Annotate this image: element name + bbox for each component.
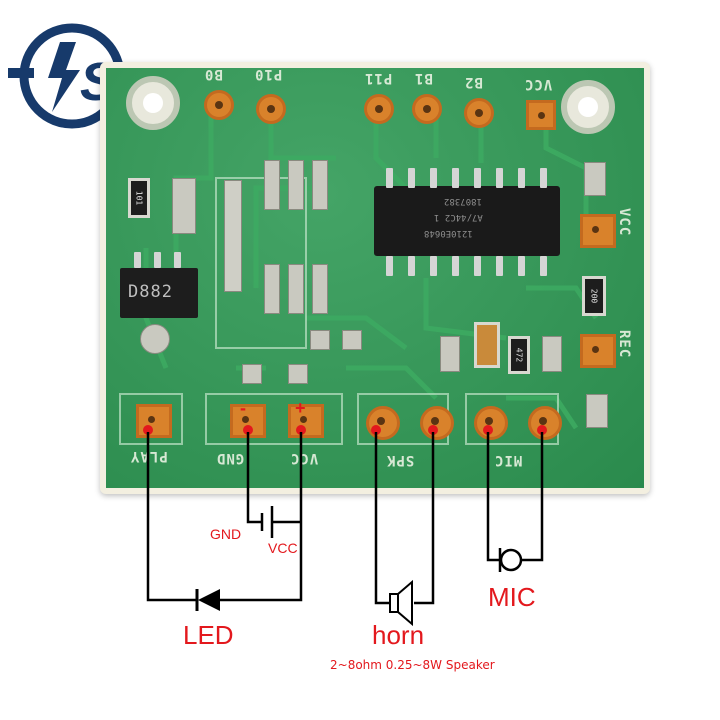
connection-dot-spk-2: [428, 425, 438, 435]
speaker-wire-2: [414, 432, 435, 605]
ic-pin: [452, 168, 459, 188]
pad-p10: [256, 94, 286, 124]
ic-pin: [430, 256, 437, 276]
header-pins: [224, 180, 242, 292]
vcc-label: VCC: [268, 540, 298, 556]
speaker-icon: [389, 579, 413, 627]
horn-label: horn: [372, 620, 425, 650]
vcc-wire: [220, 432, 303, 602]
pad-side-rec: [580, 334, 616, 368]
ic-pin: [452, 256, 459, 276]
ic-pin: [540, 168, 547, 188]
connection-dot-spk-1: [371, 425, 381, 435]
pad-play: [136, 404, 172, 438]
ic-pin: [386, 168, 393, 188]
led-wire: [146, 432, 196, 602]
ic-pin: [386, 256, 393, 276]
mic-wire-1: [486, 432, 500, 562]
audio-ic: 1807382 A7/44C2 1 1210E0648: [374, 186, 560, 256]
mic-wire-2: [520, 432, 544, 562]
pad-mic-1: [474, 406, 508, 440]
connection-dot-mic-1: [483, 425, 493, 435]
connection-dot-gnd: [243, 425, 253, 435]
speaker-spec-label: 2~8ohm 0.25~8W Speaker: [330, 658, 495, 672]
pad-b1: [412, 94, 442, 124]
ic-pin: [540, 256, 547, 276]
pad-spk-2: [420, 406, 454, 440]
speaker-wire-1: [374, 432, 390, 605]
capacitor-large: [474, 322, 500, 368]
gnd-label: GND: [210, 526, 242, 542]
lightning-bolt-icon: [48, 42, 80, 112]
pad-p11: [364, 94, 394, 124]
transistor-d882: D882: [120, 268, 198, 318]
connection-dot-vcc: [296, 425, 306, 435]
pad-b0: [204, 90, 234, 120]
minus-mark: -: [240, 398, 246, 418]
ic-pin: [496, 168, 503, 188]
mounting-hole: [126, 76, 180, 130]
ic-pin: [518, 256, 525, 276]
pad-side-vcc: [580, 214, 616, 248]
gnd-wire: [246, 432, 262, 524]
voice-module-pcb: B0 P10 P11 B1 B2 VCC VCC REC 101 1807382…: [100, 62, 650, 494]
pad-mic-2: [528, 406, 562, 440]
battery-icon: [260, 506, 274, 538]
mic-label: MIC: [488, 582, 536, 612]
ic-pin: [518, 168, 525, 188]
resistor-200: 200: [582, 276, 606, 316]
plus-mark: +: [295, 398, 306, 418]
connection-dot-led: [143, 425, 153, 435]
pad-vcc: [526, 100, 556, 130]
ic-pin: [474, 168, 481, 188]
ic-pin: [430, 168, 437, 188]
led-label: LED: [183, 620, 234, 650]
ic-pin: [496, 256, 503, 276]
ic-pin: [408, 256, 415, 276]
ic-pin: [408, 168, 415, 188]
pad-spk-1: [366, 406, 400, 440]
capacitor: [172, 178, 196, 234]
diode-icon: [195, 589, 220, 611]
pad-b2: [464, 98, 494, 128]
pad-vcc-power: [288, 404, 324, 438]
ic-pin: [474, 256, 481, 276]
resistor-101: 101: [128, 178, 150, 218]
connection-dot-mic-2: [537, 425, 547, 435]
mounting-hole: [561, 80, 615, 134]
resistor-472: 472: [508, 336, 530, 374]
microphone-icon: [498, 548, 523, 572]
